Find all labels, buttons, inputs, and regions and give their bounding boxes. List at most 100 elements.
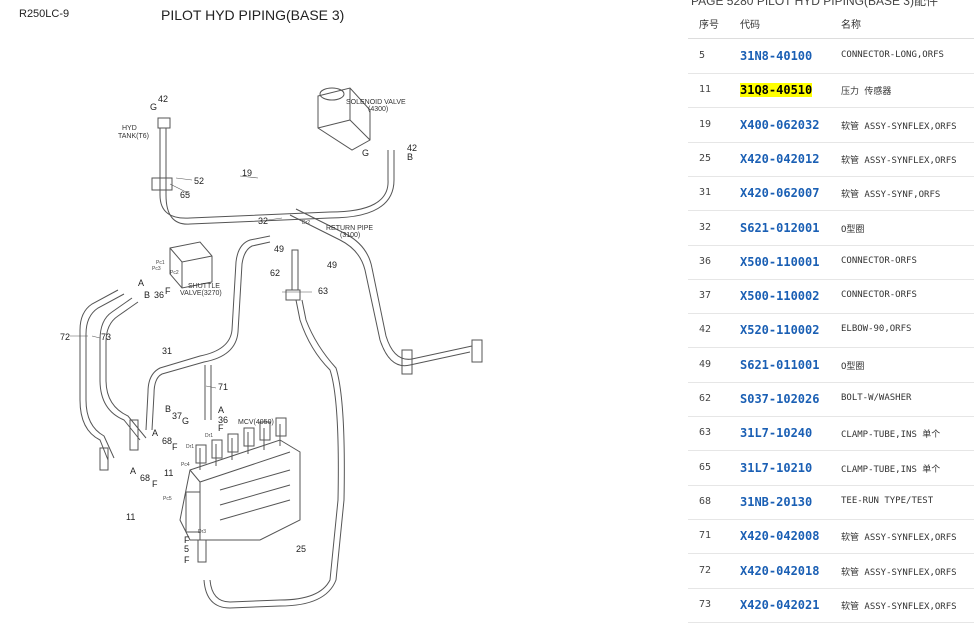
part-name: O型圈: [841, 361, 865, 372]
svg-text:19: 19: [242, 168, 252, 178]
parts-row: 42 X520-110002 ELBOW-90,ORFS: [688, 313, 974, 349]
part-code-link[interactable]: X420-042008: [740, 529, 820, 544]
svg-text:Dr3: Dr3: [198, 529, 206, 535]
svg-text:(4300): (4300): [368, 106, 388, 113]
parts-row: 71 X420-042008 软管 ASSY-SYNFLEX,ORFS: [688, 519, 974, 555]
parts-row: 32 S621-012001 O型圈: [688, 211, 974, 246]
part-number: 71: [699, 530, 712, 542]
svg-text:Dr1: Dr1: [186, 444, 194, 450]
svg-text:25: 25: [296, 544, 306, 554]
svg-text:Dr1: Dr1: [205, 433, 213, 439]
svg-text:71: 71: [218, 382, 228, 392]
part-code-link[interactable]: X500-110001: [740, 254, 820, 269]
part-number: 25: [699, 152, 712, 164]
header-code: 代码: [740, 20, 760, 31]
part-code-link[interactable]: 31N8-40100: [740, 49, 813, 63]
part-name: 软管 ASSY-SYNFLEX,ORFS: [841, 155, 957, 166]
part-name: CONNECTOR-ORFS: [841, 255, 917, 266]
part-code-link[interactable]: X520-110002: [740, 323, 820, 338]
svg-text:32: 32: [258, 216, 268, 226]
svg-text:73: 73: [101, 332, 111, 342]
svg-text:A: A: [138, 278, 144, 288]
svg-text:MCV(4050): MCV(4050): [238, 419, 274, 426]
svg-text:36: 36: [218, 415, 228, 425]
part-code-link[interactable]: X420-042018: [740, 563, 820, 578]
svg-text:63: 63: [318, 286, 328, 296]
part-number: 42: [699, 324, 712, 336]
part-name: ELBOW-90,ORFS: [841, 324, 912, 335]
part-number: 63: [699, 427, 712, 439]
part-name: 软管 ASSY-SYNFLEX,ORFS: [841, 121, 957, 132]
part-code-link[interactable]: 31L7-10240: [740, 426, 813, 441]
part-code-link[interactable]: X420-062007: [740, 186, 820, 201]
svg-text:72: 72: [60, 332, 70, 342]
parts-row: 63 31L7-10240 CLAMP-TUBE,INS 单个: [688, 416, 974, 452]
svg-text:A: A: [152, 428, 158, 438]
part-name: BOLT-W/WASHER: [841, 393, 912, 403]
svg-text:B: B: [144, 290, 150, 300]
svg-text:G: G: [362, 148, 369, 158]
part-number: 32: [699, 221, 712, 233]
svg-text:RETURN PIPE: RETURN PIPE: [326, 225, 373, 232]
part-code-link[interactable]: X400-062032: [740, 117, 820, 132]
svg-text:F: F: [184, 555, 190, 565]
svg-text:31: 31: [162, 346, 172, 356]
part-code-link[interactable]: S621-011001: [740, 357, 820, 372]
svg-text:Dr2: Dr2: [302, 220, 310, 226]
part-name: 软管 ASSY-SYNFLEX,ORFS: [841, 601, 957, 612]
part-code-link[interactable]: S621-012001: [740, 220, 820, 235]
svg-text:B: B: [165, 404, 171, 414]
svg-text:A: A: [218, 405, 224, 415]
svg-text:SOLENOID VALVE: SOLENOID VALVE: [346, 99, 406, 106]
diagram-title: PILOT HYD PIPING(BASE 3): [161, 7, 345, 23]
svg-text:49: 49: [327, 260, 337, 270]
svg-text:42: 42: [407, 143, 417, 153]
part-name: 软管 ASSY-SYNFLEX,ORFS: [841, 567, 957, 578]
part-code-link[interactable]: 31NB-20130: [740, 494, 813, 509]
part-name: CONNECTOR-LONG,ORFS: [841, 50, 944, 60]
parts-row: 31 X420-062007 软管 ASSY-SYNF,ORFS: [688, 176, 974, 212]
svg-text:49: 49: [274, 244, 284, 254]
svg-text:Pc3: Pc3: [152, 266, 161, 272]
parts-diagram: R250LC-9 PILOT HYD PIPING(BASE 3): [19, 7, 483, 609]
part-name: TEE-RUN TYPE/TEST: [841, 495, 934, 506]
part-name: CONNECTOR-ORFS: [841, 290, 917, 301]
piping-drawing: HYD TANK(T6) SOLENOID VALVE (4300) SHUTT…: [60, 87, 483, 609]
part-code-link[interactable]: S037-102026: [740, 392, 820, 406]
part-name: CLAMP-TUBE,INS 单个: [841, 464, 941, 475]
svg-text:42: 42: [158, 94, 168, 104]
part-name: 软管 ASSY-SYNF,ORFS: [841, 190, 941, 201]
part-name: 软管 ASSY-SYNFLEX,ORFS: [841, 533, 957, 544]
parts-list-panel: PAGE 5280 PILOT HYD PIPING(BASE 3)配件 序号 …: [688, 0, 974, 624]
part-code-link[interactable]: X420-042021: [740, 597, 820, 612]
svg-text:A: A: [130, 466, 136, 476]
svg-text:37: 37: [172, 411, 182, 421]
part-number: 31: [699, 187, 712, 199]
svg-text:62: 62: [270, 268, 280, 278]
svg-text:G: G: [182, 416, 189, 426]
svg-text:TANK(T6): TANK(T6): [118, 133, 149, 140]
svg-text:68: 68: [162, 436, 172, 446]
parts-row: 19 X400-062032 软管 ASSY-SYNFLEX,ORFS: [688, 108, 974, 143]
svg-text:F: F: [172, 442, 178, 452]
part-code-link[interactable]: X500-110002: [740, 289, 820, 304]
svg-text:F: F: [152, 479, 158, 489]
part-number: 62: [699, 393, 712, 404]
part-name: CLAMP-TUBE,INS 单个: [841, 430, 941, 441]
part-name: O型圈: [841, 224, 865, 235]
svg-text:52: 52: [194, 176, 204, 186]
part-code-link[interactable]: 31L7-10210: [740, 460, 813, 475]
part-number: 19: [699, 118, 712, 130]
svg-text:5: 5: [184, 544, 189, 554]
part-code-link[interactable]: 31Q8-40510: [740, 83, 813, 98]
svg-text:36: 36: [154, 290, 164, 300]
part-code-link[interactable]: X420-042012: [740, 151, 820, 166]
